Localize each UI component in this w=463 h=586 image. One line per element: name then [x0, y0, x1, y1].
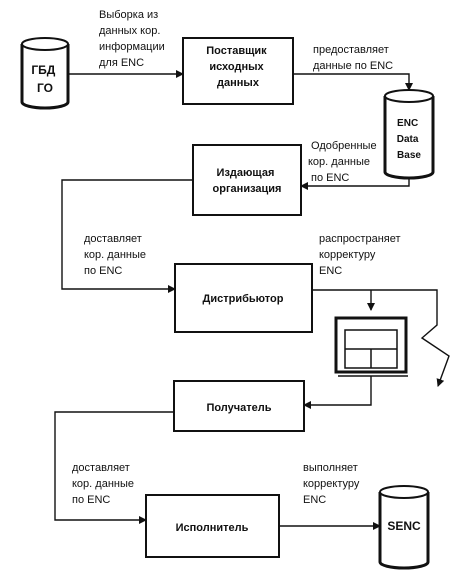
executor-label: Исполнитель	[176, 522, 249, 534]
supplier-label: Поставщик исходных данных	[206, 45, 269, 89]
distributor-label: Дистрибьютор	[203, 293, 284, 305]
senc-label: SENC	[387, 519, 421, 533]
arrow-distributor-to-recipient-online	[312, 289, 450, 387]
distributor-box: Дистрибьютор	[174, 263, 313, 333]
label-delivers-1: доставляет кор. данные по ENC	[84, 233, 149, 277]
enc-database-label: ENC Data Base	[397, 118, 422, 161]
arrow-enc-db-to-publisher	[300, 178, 410, 190]
label-delivers-2: доставляет кор. данные по ENC	[72, 462, 137, 506]
supplier-box: Поставщик исходных данных	[182, 37, 294, 105]
recipient-box: Получатель	[173, 380, 305, 432]
enc-database-cylinder: ENC Data Base	[383, 89, 435, 180]
gbd-go-label: ГБД ГО	[31, 63, 58, 95]
label-approved: Одобренные кор. данные по ENC	[308, 140, 380, 184]
senc-cylinder: SENC	[378, 485, 430, 570]
connectors	[54, 70, 450, 530]
label-distributes: распространяет корректуру ENC	[319, 233, 404, 277]
arrow-media-to-recipient	[303, 376, 372, 409]
publisher-label: Издающая организация	[213, 167, 282, 195]
label-performs: выполняет корректуру ENC	[303, 462, 362, 506]
arrow-recipient-to-executor	[54, 411, 174, 524]
recipient-label: Получатель	[206, 402, 271, 414]
label-provides: предоставляет данные по ENC	[313, 44, 393, 72]
media-package-icon	[334, 316, 408, 377]
publisher-box: Издающая организация	[192, 144, 302, 216]
arrow-publisher-to-distributor	[61, 179, 193, 293]
gbd-go-cylinder: ГБД ГО	[20, 37, 70, 110]
arrow-supplier-to-enc-db	[293, 73, 413, 91]
label-selection: Выборка из данных кор. информации для EN…	[99, 9, 168, 69]
executor-box: Исполнитель	[145, 494, 280, 558]
